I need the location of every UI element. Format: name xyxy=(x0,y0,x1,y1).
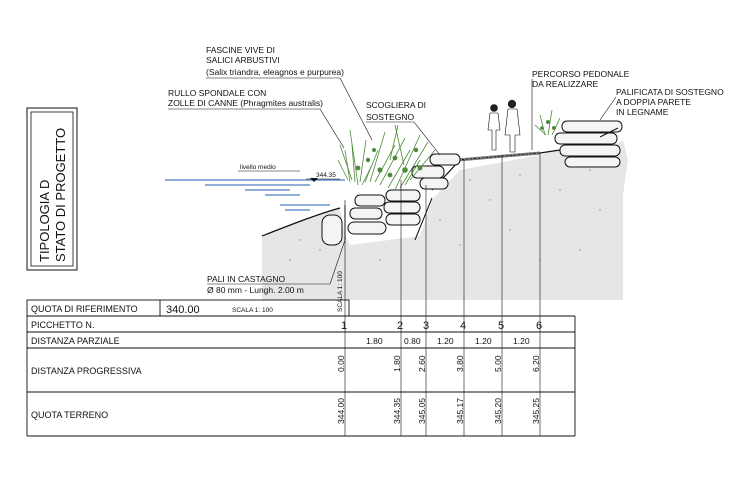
terrain xyxy=(261,140,628,300)
quota-rif-value: 340.00 xyxy=(166,304,200,316)
label-fascine: FASCINE VIVE DI xyxy=(206,45,275,55)
progressiva-6: 6.20 xyxy=(531,355,541,372)
parziale-3: 1.20 xyxy=(437,336,454,346)
quota-5: 345.20 xyxy=(493,398,503,424)
quota-3: 345.05 xyxy=(417,398,427,424)
parziale-4: 1.20 xyxy=(475,336,492,346)
title-line1: TIPOLOGIA D xyxy=(37,180,52,262)
progressiva-2: 1.80 xyxy=(392,355,402,372)
quota-2: 344.35 xyxy=(392,398,402,424)
parziale-5: 1.20 xyxy=(513,336,530,346)
livello-label: livello medio xyxy=(240,164,276,171)
vegetation-leaves xyxy=(355,120,556,178)
livello-value: 344.35 xyxy=(316,172,336,179)
label-palificata3: IN LEGNAME xyxy=(616,107,669,117)
station-2: 2 xyxy=(397,320,403,332)
station-6: 6 xyxy=(536,320,542,332)
label-pali: PALI IN CASTAGNO xyxy=(207,274,285,284)
scala-vertical: SCALA 1: 100 xyxy=(337,271,344,312)
parziale-2: 0.80 xyxy=(404,336,421,346)
station-1: 1 xyxy=(341,320,347,332)
row-parziale: DISTANZA PARZIALE xyxy=(31,336,120,346)
label-scogliera2: SOSTEGNO xyxy=(366,112,415,122)
water-level-marker: livello medio 344.35 xyxy=(238,164,340,182)
quota-1: 344.00 xyxy=(336,398,346,424)
label-fascine3: (Salix triandra, eleagnos e purpurea) xyxy=(206,67,344,77)
row-progressiva: DISTANZA PROGRESSIVA xyxy=(31,366,142,376)
pedestrians xyxy=(487,99,521,153)
station-3: 3 xyxy=(423,320,429,332)
profile-table xyxy=(26,299,576,437)
progressiva-3: 2.60 xyxy=(417,355,427,372)
label-percorso: PERCORSO PEDONALE xyxy=(532,69,630,79)
quota-rif-label: QUOTA DI RIFERIMENTO xyxy=(31,304,138,314)
annotations: FASCINE VIVE DI SALICI ARBUSTIVI (Salix … xyxy=(168,45,724,312)
label-rullo2: ZOLLE DI CANNE (Phragmites australis) xyxy=(168,98,323,108)
row-quota: QUOTA TERRENO xyxy=(31,410,108,420)
progressiva-1: 0.00 xyxy=(336,355,346,372)
table-text: QUOTA DI RIFERIMENTO 340.00 SCALA 1: 100… xyxy=(31,304,542,424)
scala-horizontal: SCALA 1: 100 xyxy=(232,307,273,314)
label-palificata2: A DOPPIA PARETE xyxy=(616,97,691,107)
quota-4: 345.17 xyxy=(455,398,465,424)
progressiva-4: 3.80 xyxy=(455,355,465,372)
label-pali2: Ø 80 mm - Lungh. 2.00 m xyxy=(207,285,304,295)
station-lines xyxy=(344,153,541,436)
parziale-1: 1.80 xyxy=(366,336,383,346)
station-4: 4 xyxy=(460,320,466,332)
title-line2: STATO DI PROGETTO xyxy=(53,128,68,262)
station-5: 5 xyxy=(498,320,504,332)
progressiva-5: 5.00 xyxy=(493,355,503,372)
label-palificata: PALIFICATA DI SOSTEGNO xyxy=(616,87,724,97)
title-block: TIPOLOGIA D STATO DI PROGETTO xyxy=(26,107,78,271)
vegetation xyxy=(337,109,561,191)
scogliera-rocks xyxy=(321,153,461,246)
label-percorso2: DA REALIZZARE xyxy=(532,79,598,89)
label-scogliera: SCOGLIERA DI xyxy=(366,100,426,110)
label-rullo: RULLO SPONDALE CON xyxy=(168,88,266,98)
palificata-logs xyxy=(554,120,623,168)
row-picchetto: PICCHETTO N. xyxy=(31,320,94,330)
water-lines xyxy=(165,179,345,211)
quota-6: 345.25 xyxy=(531,398,541,424)
label-fascine2: SALICI ARBUSTIVI xyxy=(206,55,280,65)
